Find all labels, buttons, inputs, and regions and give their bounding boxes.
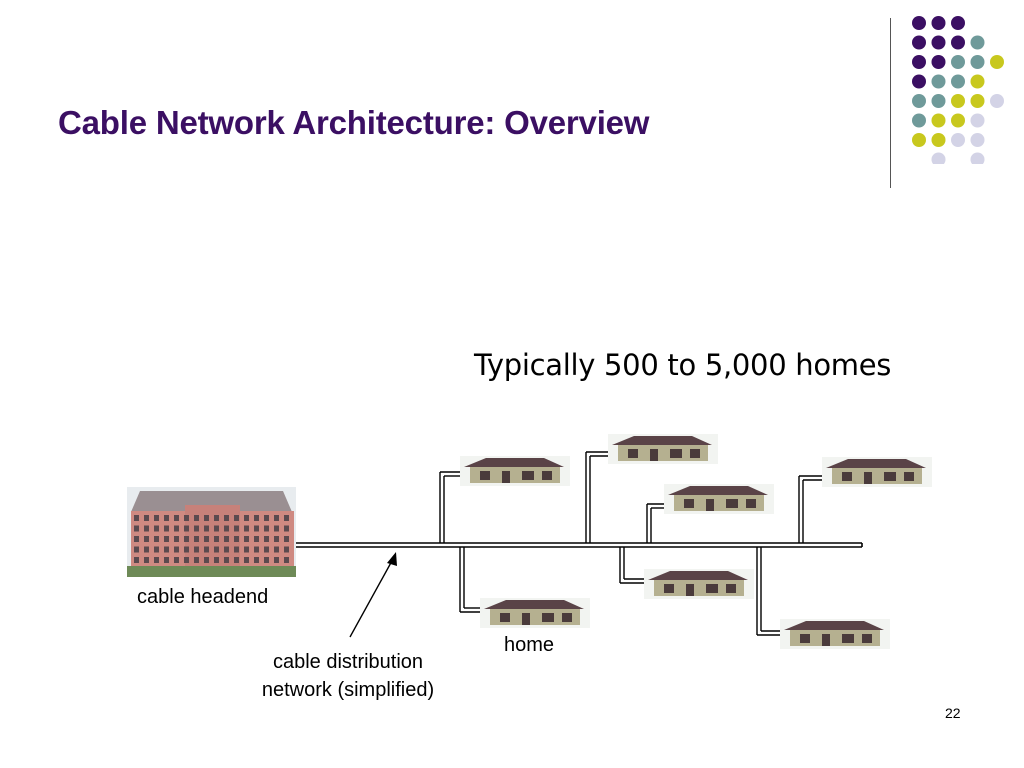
decorative-dot xyxy=(970,55,985,69)
headend-building-image xyxy=(127,487,296,577)
decorative-dot xyxy=(970,35,985,50)
headend-label: cable headend xyxy=(137,586,269,608)
decorative-dot xyxy=(912,16,926,30)
decorative-dot xyxy=(931,113,946,128)
house-icon xyxy=(822,457,932,487)
house-icon xyxy=(644,569,754,599)
decorative-dot xyxy=(931,55,946,69)
house-icon xyxy=(780,619,890,649)
homes-count-caption: Typically 500 to 5,000 homes xyxy=(474,348,892,382)
decorative-dot xyxy=(951,133,965,147)
decorative-dot xyxy=(970,152,985,164)
decorative-dot xyxy=(931,16,946,30)
decorative-dot xyxy=(931,152,946,164)
drop-cable xyxy=(585,451,608,543)
house-icon xyxy=(664,484,774,514)
drop-cable xyxy=(459,547,480,613)
decorative-dot xyxy=(990,94,1004,108)
network-label-line-1: cable distribution xyxy=(272,651,424,673)
drop-cable xyxy=(756,547,780,636)
drop-cable xyxy=(798,475,822,543)
decorative-dot xyxy=(970,74,985,89)
decorative-dot xyxy=(912,35,926,50)
decorative-dot-grid xyxy=(912,16,1004,164)
decorative-dot xyxy=(912,133,926,147)
decorative-dot xyxy=(951,113,965,128)
page-number: 22 xyxy=(945,705,961,721)
network-pointer-arrow xyxy=(349,552,397,638)
decorative-dot xyxy=(912,55,926,69)
decorative-dot xyxy=(970,94,985,108)
trunk-cable xyxy=(296,542,863,548)
drop-cables xyxy=(439,451,822,636)
house-icon xyxy=(460,456,570,486)
decorative-dot xyxy=(931,94,946,108)
decorative-dot xyxy=(931,74,946,89)
decorative-divider xyxy=(890,18,891,188)
decorative-dot xyxy=(912,94,926,108)
house-icon xyxy=(608,434,718,464)
decorative-dot xyxy=(912,113,926,128)
drop-cable xyxy=(646,503,664,543)
drop-cable xyxy=(619,547,644,584)
decorative-dot xyxy=(951,35,965,50)
decorative-dot xyxy=(951,16,965,30)
decorative-dot xyxy=(951,94,965,108)
decorative-dot xyxy=(951,74,965,89)
drop-cable xyxy=(439,471,460,543)
decorative-dot xyxy=(912,74,926,89)
decorative-dot xyxy=(970,133,985,147)
home-label: home xyxy=(504,634,555,656)
decorative-dot xyxy=(990,55,1004,69)
homes xyxy=(460,434,932,649)
network-label-line-2: network (simplified) xyxy=(261,679,435,701)
decorative-dot xyxy=(951,55,965,69)
network-label: cable distribution network (simplified) xyxy=(238,648,458,704)
slide-title: Cable Network Architecture: Overview xyxy=(58,104,650,141)
decorative-dot xyxy=(931,133,946,147)
house-icon xyxy=(480,598,590,628)
decorative-dot xyxy=(970,113,985,128)
decorative-dot xyxy=(931,35,946,50)
